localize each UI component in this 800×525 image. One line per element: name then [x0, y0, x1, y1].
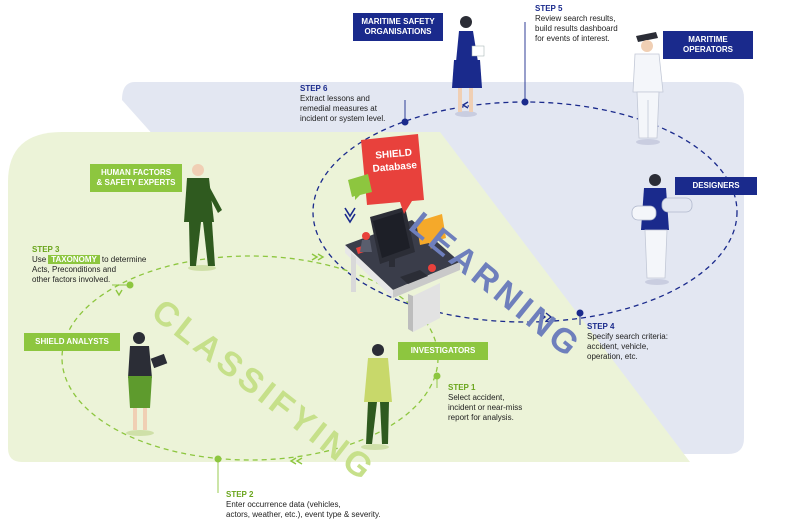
human-factors-experts-label: HUMAN FACTORS & SAFETY EXPERTS — [90, 164, 182, 192]
maritime-safety-organisations-label: MARITIME SAFETY ORGANISATIONS — [353, 13, 443, 41]
designer-person-icon — [631, 174, 693, 285]
yellow-chat-bubble-icon — [416, 214, 446, 249]
step-3-use-text: Use — [32, 255, 47, 264]
step-6-text: STEP 6 Extract lessons and remedial meas… — [300, 84, 440, 124]
step-2-description: Enter occurrence data (vehicles, actors,… — [226, 500, 381, 519]
step-2-text: STEP 2 Enter occurrence data (vehicles, … — [226, 490, 466, 520]
step-5-text: STEP 5 Review search results, build resu… — [535, 4, 675, 44]
step-5-description: Review search results, build results das… — [535, 14, 618, 43]
step-1-title: STEP 1 — [448, 383, 476, 392]
step-3-title: STEP 3 — [32, 245, 60, 254]
shield-database-sign — [361, 134, 424, 214]
leader-lines — [112, 22, 581, 493]
taxonomy-tag: TAXONOMY — [48, 255, 100, 264]
classifying-loop-arrows — [115, 253, 325, 465]
step-6-title: STEP 6 — [300, 84, 328, 93]
shield-analyst-person-icon — [126, 332, 168, 436]
blue-pointer-icon — [344, 207, 356, 224]
step-3-description: Acts, Preconditions and other factors in… — [32, 265, 117, 284]
step-3-determine-text: to determine — [101, 255, 147, 264]
step-2-title: STEP 2 — [226, 490, 254, 499]
green-chat-bubble-icon — [348, 174, 372, 200]
designers-label: DESIGNERS — [675, 177, 757, 195]
investigator-person-icon — [361, 344, 392, 450]
maritime-safety-person-icon — [452, 16, 485, 117]
learning-loop-arrows — [461, 101, 553, 322]
step-1-text: STEP 1 Select accident, incident or near… — [448, 383, 588, 423]
step-4-description: Specify search criteria: accident, vehic… — [587, 332, 668, 361]
step-1-description: Select accident, incident or near-miss r… — [448, 393, 523, 422]
maritime-operators-label: MARITIME OPERATORS — [663, 31, 753, 59]
step-4-text: STEP 4 Specify search criteria: accident… — [587, 322, 727, 362]
step-6-description: Extract lessons and remedial measures at… — [300, 94, 386, 123]
classifying-zone-background — [8, 132, 690, 462]
step-4-title: STEP 4 — [587, 322, 615, 331]
step-5-title: STEP 5 — [535, 4, 563, 13]
human-factors-expert-person-icon — [184, 164, 222, 271]
shield-analysts-label: SHIELD ANALYSTS — [24, 333, 120, 351]
shield-database-label: SHIELD Database — [372, 147, 418, 175]
investigators-label: INVESTIGATORS — [398, 342, 488, 360]
maritime-operator-person-icon — [632, 32, 664, 145]
